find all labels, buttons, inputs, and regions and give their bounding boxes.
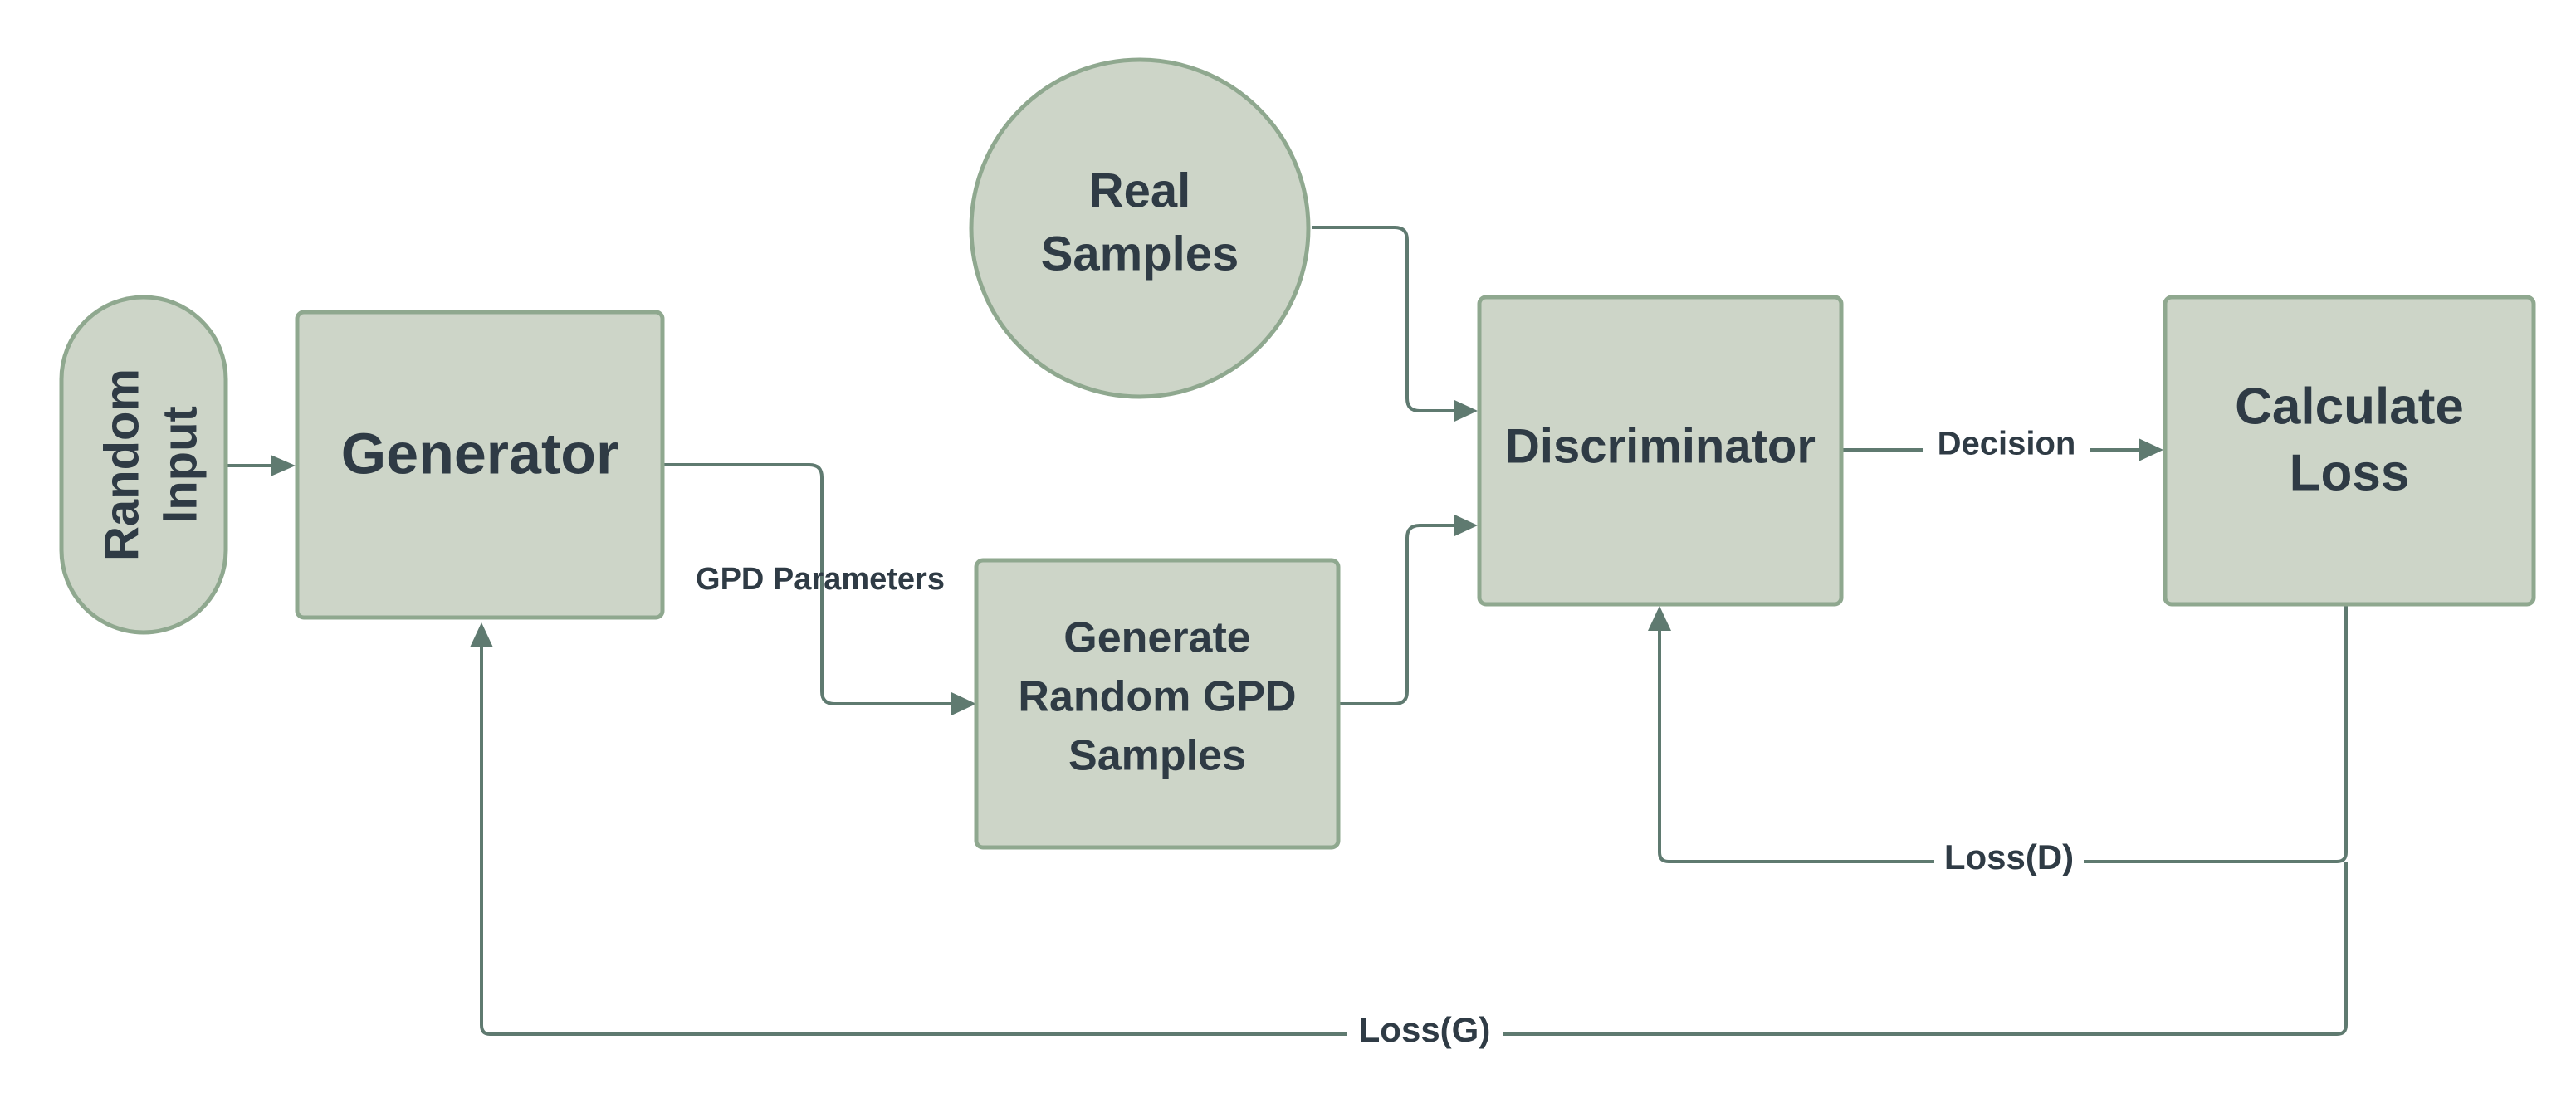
node-calculate-loss: Calculate Loss [2163, 295, 2536, 607]
edge-generator-to-generate-samples [664, 463, 976, 715]
real-samples-shape [969, 57, 1311, 399]
generate-samples-shape [974, 558, 1341, 850]
edge-label-loss-g: Loss(G) [1359, 1010, 1491, 1049]
edge-label-loss-d: Loss(D) [1944, 837, 2074, 876]
real-samples-label-line1: Real [1089, 164, 1191, 217]
edge-loss-g [470, 622, 2348, 1036]
calculate-loss-label-line2: Loss [2290, 444, 2410, 501]
node-generate-random-gpd-samples: Generate Random GPD Samples [974, 558, 1341, 850]
discriminator-label: Discriminator [1505, 419, 1816, 473]
random-input-label-line1: Random [95, 369, 149, 561]
node-generator: Generator [295, 310, 665, 620]
random-input-shape [59, 295, 228, 635]
node-discriminator: Discriminator [1477, 295, 1844, 607]
discriminator-shape [1477, 295, 1844, 607]
real-samples-label-line2: Samples [1041, 227, 1239, 281]
edge-label-gpd-parameters: GPD Parameters [696, 562, 945, 597]
edge-generate-samples-to-discriminator [1340, 515, 1478, 705]
generate-samples-label-line1: Generate [1063, 614, 1250, 662]
node-random-input: Random Input [59, 295, 228, 635]
generator-shape [295, 310, 665, 620]
edge-real-samples-to-discriminator [1312, 226, 1478, 422]
random-input-label-line2: Input [153, 406, 207, 524]
edge-loss-d [1648, 604, 2348, 863]
calculate-loss-label-line1: Calculate [2235, 378, 2464, 435]
edge-label-decision: Decision [1938, 426, 2076, 462]
calculate-loss-shape [2163, 295, 2536, 607]
edge-discriminator-to-calculate-loss [1841, 438, 2163, 461]
generate-samples-label-line3: Samples [1068, 732, 1246, 780]
edge-random-input-to-generator [226, 455, 296, 476]
generate-samples-label-line2: Random GPD [1018, 673, 1296, 721]
generator-label: Generator [341, 421, 619, 486]
node-real-samples: Real Samples [969, 57, 1311, 399]
